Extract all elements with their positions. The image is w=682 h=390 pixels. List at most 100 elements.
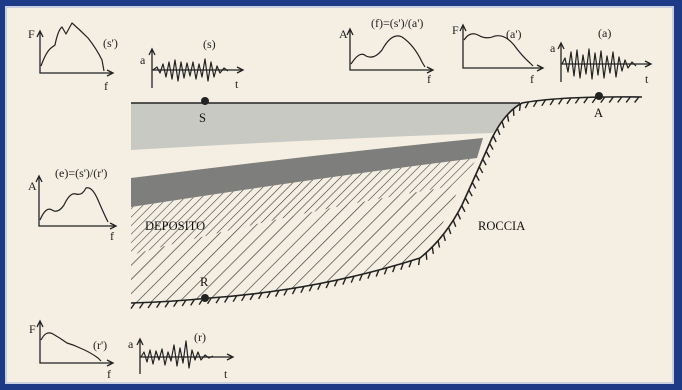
rock-hatch-tick [457,212,462,220]
f-ratio-x-label: f [427,72,431,86]
rock-hatch-tick [431,246,435,254]
rock-hatch-tick [156,301,162,309]
rock-hatch-tick [317,283,322,290]
cross-section: S A R DEPOSITO ROCCIA [130,92,643,310]
rock-hatch-tick [350,275,355,283]
r-spectrum-axes [39,322,112,364]
rock-hatch-tick [617,96,623,103]
rock-hatch-tick [464,197,470,205]
r-spectrum-y-label: F [29,322,36,336]
graph-a-spectrum: F f (a') [452,23,545,86]
rock-hatch-tick [223,296,229,303]
rock-hatch-tick [274,290,280,297]
rock-hatch-tick [447,227,452,235]
rock-hatch-tick [181,299,187,307]
light-layer [131,103,520,150]
rock-hatch-tick [634,96,640,103]
a-spectrum-x-label: f [530,72,534,86]
r-time-axes [139,340,232,374]
rock-hatch-tick [437,240,441,248]
graph-e-ratio: A f (e)=(s')/(r') [28,166,118,243]
rock-hatch-tick [496,128,501,136]
rock-hatch-tick [478,166,484,174]
rock-hatch-tick [417,258,421,266]
bedrock-boundary [130,96,643,304]
r-time-y-label: a [128,337,134,351]
a-spectrum-axes [462,26,542,69]
rock-hatch-tick [583,96,589,104]
a-spectrum-title: (a') [506,27,521,41]
rock-hatch-tick [325,281,330,289]
rock-hatch-tick [283,288,288,296]
rock-hatch-tick [566,97,572,105]
rock-hatch-tick [358,273,363,281]
graph-r-time: a t (r) [128,330,235,381]
rock-hatch-tick [549,98,555,106]
rock-hatch-tick [190,299,195,306]
s-spectrum-y-label: F [28,27,35,41]
rock-hatch-tick [524,101,530,109]
rock-hatch-tick [557,98,563,105]
a-time-y-label: a [550,41,556,55]
deposit-label: DEPOSITO [145,219,205,233]
rock-hatch-tick [130,302,136,310]
rock-hatch-tick [249,293,255,301]
a-spectrum-y-label: F [452,23,459,37]
s-time-y-label: a [140,53,146,67]
a-time-x-label: t [645,72,649,86]
rock-hatch-tick [506,114,510,122]
rock-hatch-tick [206,297,212,305]
s-time-x-label: t [235,77,239,91]
rock-hatch-tick [300,286,305,294]
rock-hatch-tick [608,96,614,103]
s-time-title: (s) [203,37,216,51]
s-spectrum-axes [39,32,112,74]
graph-r-spectrum: F f (r') [29,319,115,381]
s-spectrum-title: (s') [103,36,118,50]
graph-s-time: a t (s) [140,37,245,91]
e-ratio-y-label: A [28,179,37,193]
f-ratio-y-label: A [339,27,348,41]
f-ratio-curve [350,35,426,68]
point-a-label: A [594,106,603,120]
rock-hatch-tick [392,265,396,273]
rock-hatch-tick [482,158,487,166]
f-ratio-axes [349,30,432,71]
rock-hatch-tick [266,291,272,299]
point-s-marker [201,97,209,105]
r-spectrum-title: (r') [93,338,107,352]
point-r-label: R [200,275,209,289]
r-spectrum-x-label: f [107,367,111,381]
r-time-curve [140,340,214,369]
coarse-hatch-layer [131,185,460,303]
rock-hatch-tick [138,302,145,309]
rock-hatch-tick [375,269,380,277]
dark-layer [131,138,483,207]
rock-hatch-tick [291,287,297,295]
e-ratio-x-label: f [110,229,114,243]
e-ratio-curve [39,187,109,223]
r-time-x-label: t [224,367,228,381]
rock-hatch-tick [461,205,466,213]
rock-hatch-tick [468,189,473,197]
rock-hatch-tick [164,300,170,308]
s-spectrum-x-label: f [104,79,108,93]
graph-f-ratio: A f (f)=(s')/(a') [339,16,435,86]
rock-hatch-tick [383,267,388,275]
rock-hatch-tick [308,284,314,292]
rock-hatch-tick [173,300,179,308]
r-spectrum-curve [40,332,102,362]
rock-hatch-tick [147,301,153,309]
a-spectrum-curve [463,33,534,67]
point-r-marker [201,294,209,302]
rock-hatch-tick [215,296,221,304]
rock-hatch-tick [452,220,457,228]
r-time-title: (r) [194,330,206,344]
rock-hatch-tick [425,252,428,260]
rock-hatch-tick [488,143,494,150]
fine-hatch-layer [131,158,477,255]
rock-hatch-tick [408,260,413,268]
rock-hatch-tick [541,99,547,107]
rock-hatch-tick [367,271,372,279]
